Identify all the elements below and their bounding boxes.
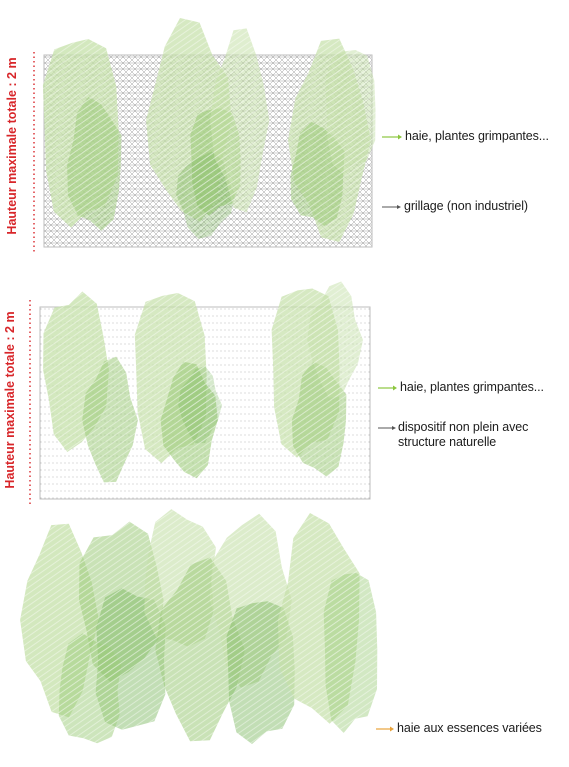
panel-2-structure: [29, 281, 371, 506]
hedge-3-blob-9-texture: [58, 633, 122, 744]
arrow-4-head: [392, 426, 396, 430]
panel-1-structure: [33, 18, 376, 254]
label-mesh: grillage (non industriel): [404, 199, 528, 213]
hedge-2-blob-1-texture: [82, 356, 138, 483]
hedge-1-blob-8-texture: [325, 50, 376, 175]
panel-3-hedge: [20, 509, 378, 744]
panel-2-height-label: Hauteur maximale totale : 2 m: [3, 311, 17, 489]
panel-3-structure: [20, 509, 378, 744]
label-hedge-climbing-1: haie, plantes grimpantes...: [405, 129, 549, 143]
panel-2-hedge: [43, 281, 363, 483]
arrow-1-head: [398, 134, 402, 140]
hedge-2-blob-7-texture: [307, 281, 363, 398]
label-open-structure: dispositif non plein avec structure natu…: [398, 420, 529, 449]
hedge-1-blob-5-texture: [210, 28, 270, 213]
panel-1-height-label: Hauteur maximale totale : 2 m: [5, 57, 19, 235]
label-arrows: [376, 134, 402, 732]
label-hedge-climbing-2: haie, plantes grimpantes...: [400, 380, 544, 394]
label-mixed-hedge: haie aux essences variées: [397, 721, 542, 735]
hedge-2-blob-4-texture: [178, 366, 222, 444]
hedge-1-blob-4-texture: [176, 151, 235, 239]
hedge-1-blob-1-texture: [67, 97, 122, 231]
arrow-2-head: [397, 205, 401, 209]
hedge-3-blob-8-texture: [323, 572, 378, 733]
hedge-3-blob-6-texture: [226, 601, 295, 744]
panel-1-hedge: [42, 18, 376, 243]
arrow-5-head: [390, 726, 394, 732]
arrow-3-head: [393, 385, 397, 391]
